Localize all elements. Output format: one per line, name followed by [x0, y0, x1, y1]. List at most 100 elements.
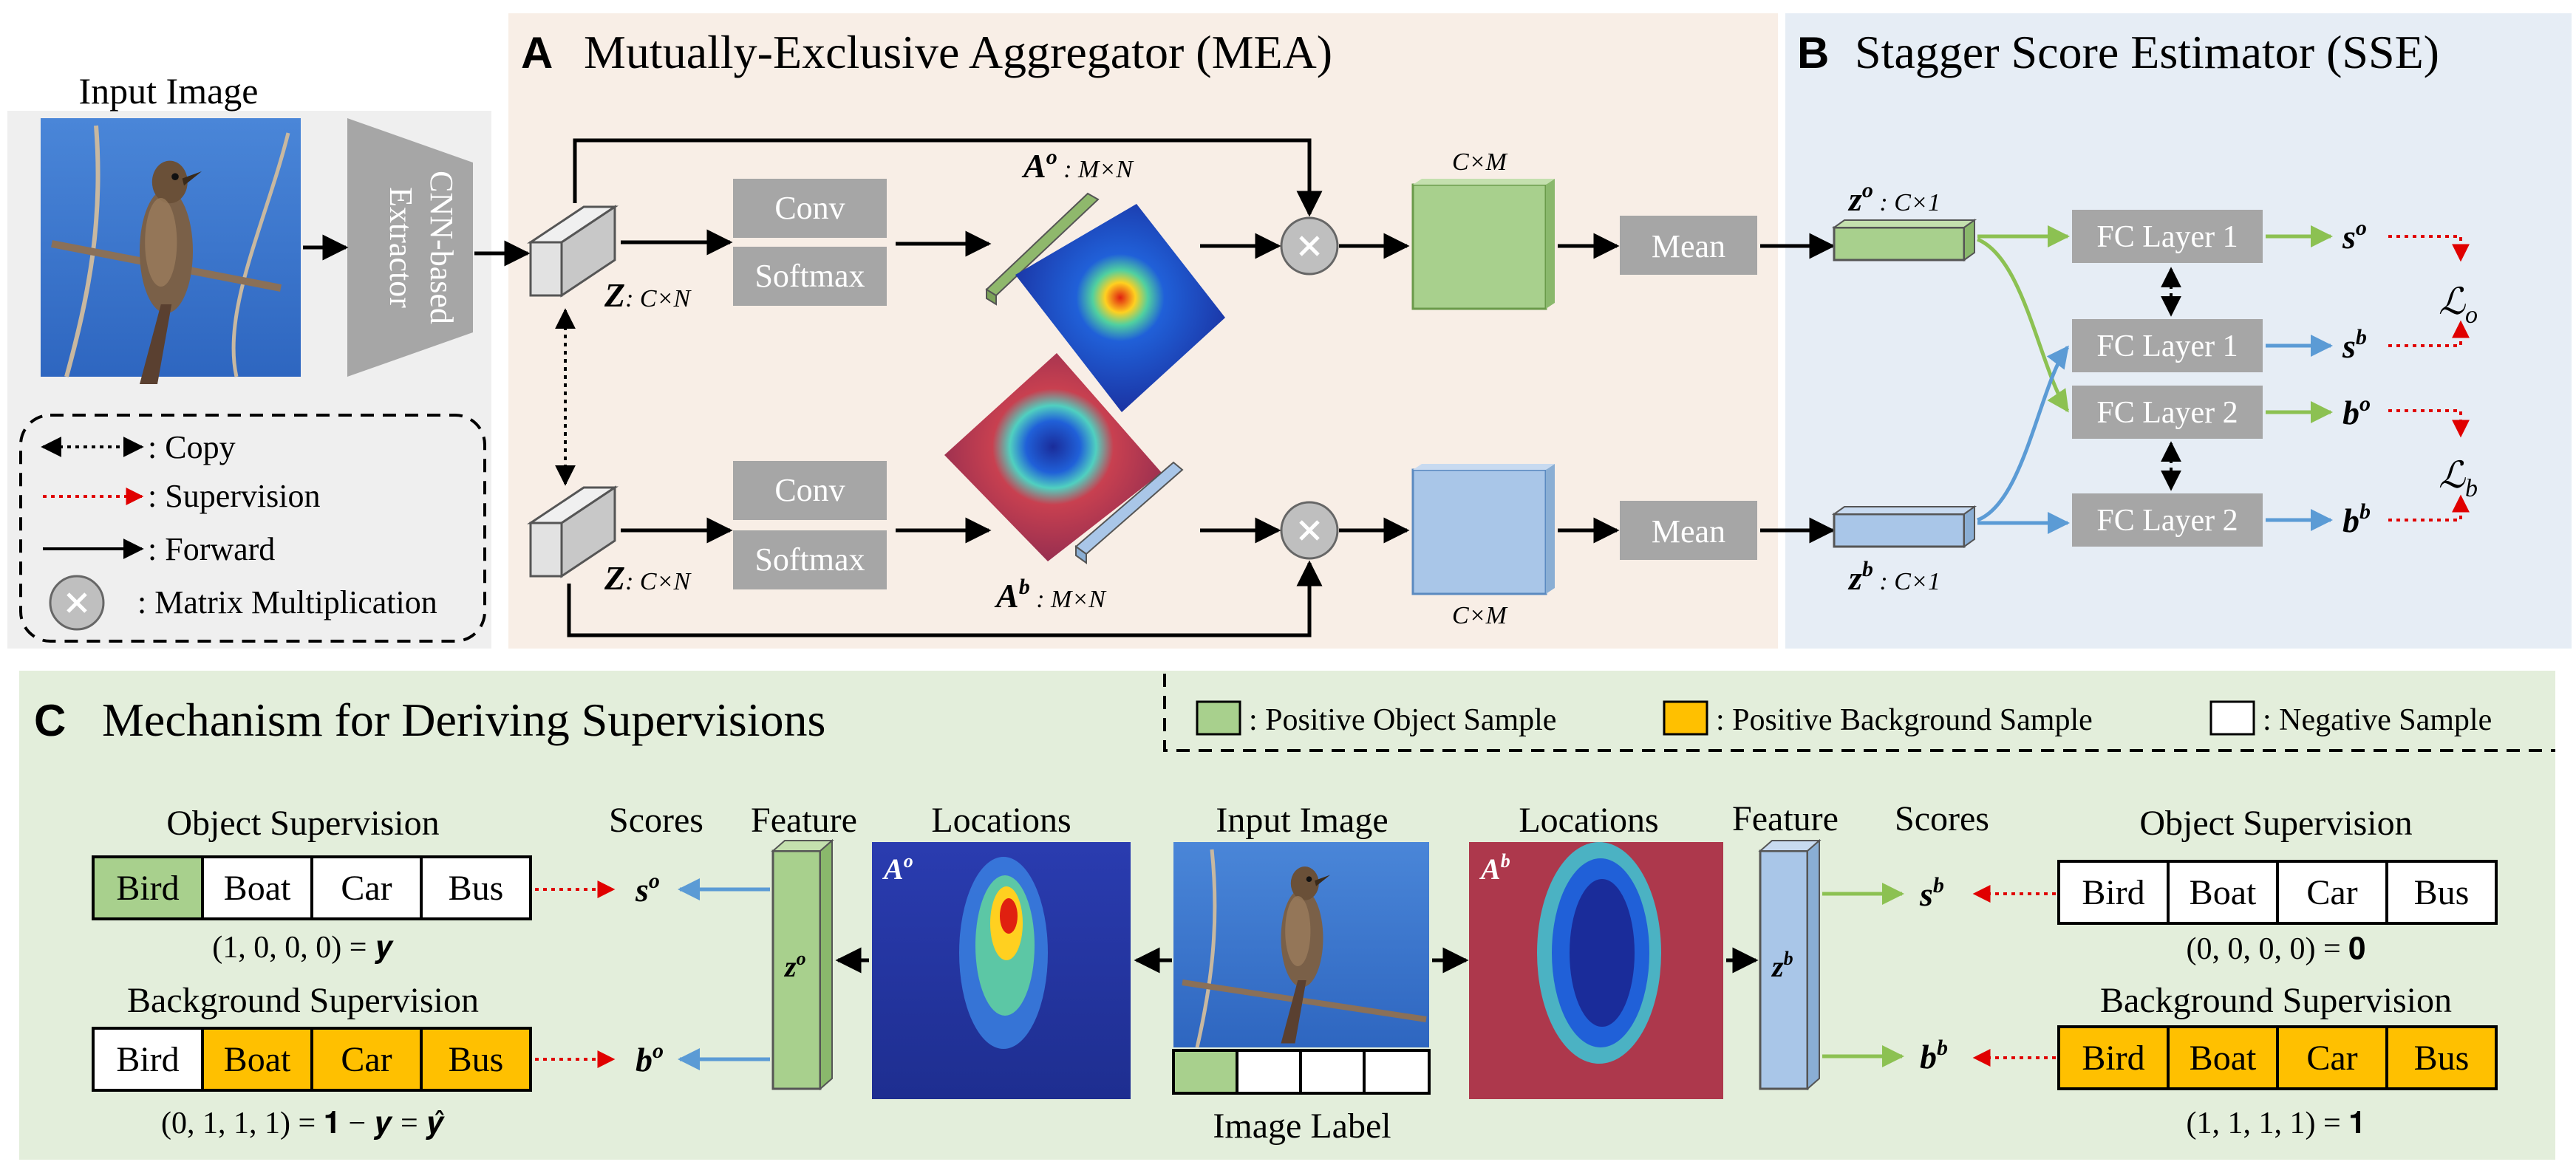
conv-bottom-label: Conv	[774, 472, 845, 508]
legend-matmul: : Matrix Multiplication	[137, 584, 437, 620]
fc2-mid-box	[2072, 386, 2263, 439]
fc1-top-label: FC Layer 1	[2096, 220, 2238, 254]
sb-label: sb	[2342, 325, 2367, 365]
mean-bottom-box	[1620, 501, 1757, 560]
right-bg-table: Bird Boat Car Bus	[2057, 1025, 2498, 1090]
ab-label: Ab : M×N	[994, 575, 1107, 615]
left-bo-label: bo	[636, 1039, 664, 1078]
center-input-title: Input Image	[1216, 801, 1388, 840]
left-obj-table: Bird Boat Car Bus	[92, 855, 532, 920]
right-bg-eq: (1, 1, 1, 1) = 𝟏	[2186, 1107, 2365, 1140]
fc1-mid-box	[2072, 319, 2263, 372]
input-image	[41, 118, 301, 385]
legend-forward: : Forward	[148, 531, 275, 567]
extractor-line2: Extractor	[383, 187, 419, 308]
right-feature-vector	[1758, 838, 1822, 1091]
fc1-top-box	[2072, 210, 2263, 263]
panel-a-title: Mutually-Exclusive Aggregator (MEA)	[584, 26, 1332, 78]
left-bg-table: Bird Boat Car Bus	[92, 1027, 532, 1092]
left-zo-label: zo	[783, 948, 806, 983]
image-label-cells	[1172, 1049, 1431, 1095]
zb-label: zb : C×1	[1847, 557, 1940, 597]
loss-o: ℒo	[2439, 281, 2478, 329]
panel-c-letter: C	[34, 696, 66, 745]
mean-top-label: Mean	[1652, 228, 1725, 264]
bb-label: bb	[2342, 499, 2371, 539]
skip-bottom	[567, 560, 1323, 637]
legend-supervision: : Supervision	[148, 478, 320, 514]
left-so-label: so	[635, 869, 660, 909]
zo-label: zo : C×1	[1847, 178, 1940, 218]
center-input-image	[1173, 842, 1429, 1048]
legend-neg: : Negative Sample	[2263, 703, 2492, 737]
right-scores-title: Scores	[1895, 799, 1989, 838]
conv-top-label: Conv	[774, 190, 845, 226]
left-bg-cell-3: Bus	[449, 1040, 504, 1079]
zo-vector	[1831, 219, 1977, 261]
left-obj-eq: (1, 0, 0, 0) = 𝒚	[212, 931, 394, 965]
z-bottom-label: Z: C×N	[604, 559, 692, 597]
fc2-bottom-box	[2072, 493, 2263, 547]
fc2-bottom-label: FC Layer 2	[2096, 504, 2238, 538]
left-locations-title: Locations	[931, 801, 1071, 840]
feat-bottom-dim: C×M	[1452, 602, 1508, 629]
feat-top-dim: C×M	[1452, 148, 1508, 176]
softmax-bottom-box	[733, 530, 887, 589]
input-title: Input Image	[79, 70, 259, 112]
left-obj-cell-1: Boat	[224, 869, 291, 908]
right-location-map: Ab	[1469, 842, 1723, 1099]
right-obj-cell-0: Bird	[2082, 873, 2144, 912]
legend-copy: : Copy	[148, 429, 236, 465]
mean-bottom-label: Mean	[1652, 513, 1725, 550]
left-obj-cell-2: Car	[341, 869, 392, 908]
panel-b-letter: B	[1797, 28, 1829, 78]
image-label-title: Image Label	[1213, 1107, 1391, 1146]
mean-top-box	[1620, 216, 1757, 275]
legend-pos-obj: : Positive Object Sample	[1249, 703, 1556, 737]
right-bg-cell-1: Boat	[2190, 1039, 2257, 1078]
legend: : Copy : Supervision : Forward : Matrix …	[19, 414, 486, 643]
right-bg-cell-0: Bird	[2082, 1039, 2144, 1078]
matmul-icon	[49, 575, 105, 631]
left-feature-vector	[771, 838, 834, 1091]
left-bg-cell-1: Boat	[224, 1040, 291, 1079]
right-obj-cell-2: Car	[2306, 873, 2357, 912]
panel-a-letter: A	[521, 28, 553, 78]
right-obj-sup-title: Object Supervision	[2139, 804, 2412, 843]
softmax-top-label: Softmax	[754, 258, 865, 294]
feature-cm-bottom	[1411, 464, 1555, 595]
right-bb-label: bb	[1920, 1036, 1948, 1075]
skip-top	[573, 138, 1323, 217]
left-bg-cell-2: Car	[341, 1040, 392, 1079]
panel-c-title: Mechanism for Deriving Supervisions	[102, 694, 825, 746]
z-tensor-top	[527, 205, 619, 298]
softmax-bottom-label: Softmax	[754, 541, 865, 578]
right-sb-label: sb	[1919, 873, 1944, 913]
left-feature-title: Feature	[751, 801, 857, 840]
left-location-map: Ao	[872, 842, 1131, 1099]
fc1-mid-label: FC Layer 1	[2096, 329, 2238, 363]
left-bg-sup-title: Background Supervision	[127, 981, 479, 1020]
right-obj-cell-1: Boat	[2190, 873, 2257, 912]
left-obj-cell-3: Bus	[449, 869, 504, 908]
right-obj-cell-3: Bus	[2414, 873, 2470, 912]
right-zb-label: zb	[1771, 948, 1793, 983]
matmul-top	[1280, 216, 1339, 276]
matmul-bottom	[1280, 501, 1339, 560]
left-obj-cell-0: Bird	[116, 869, 179, 908]
left-scores-title: Scores	[609, 801, 703, 840]
attention-map-bottom	[944, 353, 1184, 564]
softmax-top-box	[733, 247, 887, 306]
fc2-mid-label: FC Layer 2	[2096, 396, 2238, 430]
z-top-label: Z: C×N	[604, 276, 692, 314]
panel-b-title: Stagger Score Estimator (SSE)	[1855, 26, 2439, 78]
ao-label: Ao : M×N	[1021, 145, 1134, 185]
right-locations-title: Locations	[1519, 801, 1658, 840]
right-obj-table: Bird Boat Car Bus	[2057, 860, 2498, 925]
conv-bottom-box	[733, 461, 887, 520]
z-tensor-bottom	[527, 485, 619, 578]
left-map-ao: Ao	[882, 850, 913, 886]
right-obj-eq: (0, 0, 0, 0) = 𝟎	[2186, 932, 2365, 966]
conv-top-box	[733, 179, 887, 238]
